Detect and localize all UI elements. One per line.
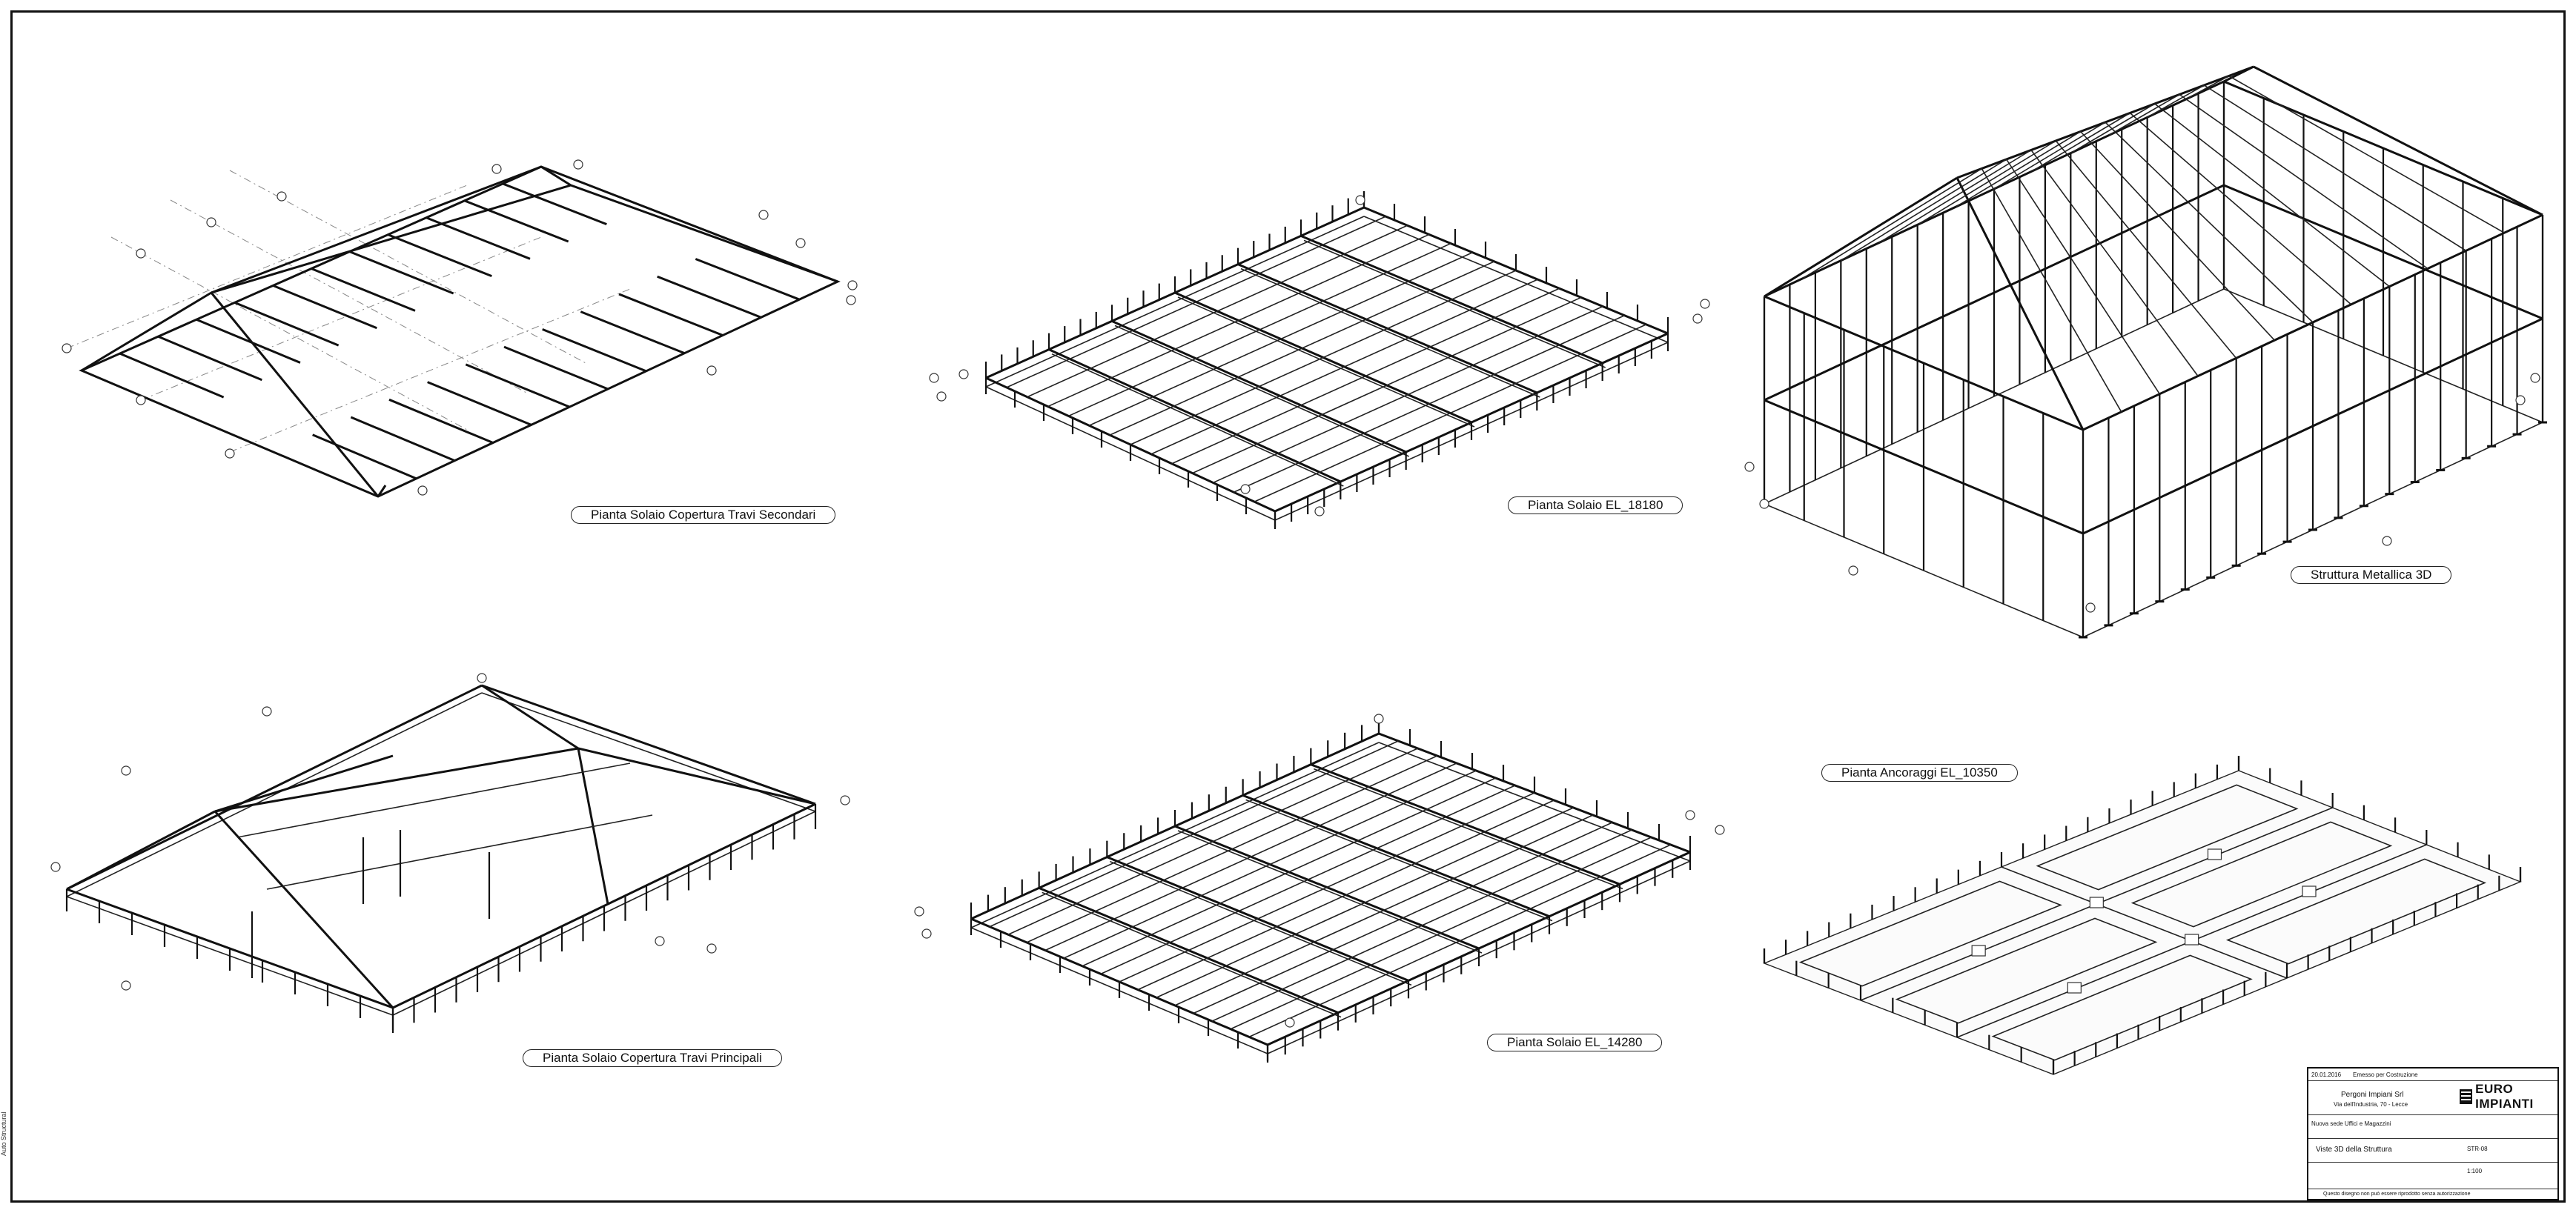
company-logo: EURO IMPIANTI	[2460, 1082, 2557, 1111]
revision-description: Emesso per Costruzione	[2353, 1071, 2418, 1078]
grid-lines	[66, 170, 631, 453]
view-anchors-el10350	[1763, 756, 2522, 1075]
grid-bubbles	[62, 159, 858, 496]
view-floor-el18180	[929, 191, 1710, 529]
anchor-plate	[1971, 945, 1986, 957]
drawing-scale: 1:100	[2467, 1168, 2483, 1174]
footer-note: Questo disegno non può essere riprodotto…	[2323, 1192, 2471, 1197]
drawing-title: Viste 3D della Struttura	[2316, 1146, 2392, 1154]
anchor-plate	[2302, 885, 2317, 897]
roof-frame	[65, 684, 817, 1033]
view-label-3d: Struttura Metallica 3D	[2291, 566, 2452, 584]
anchor-plate	[2185, 934, 2199, 946]
secondary-beams	[119, 182, 800, 480]
anchor-plate	[2207, 848, 2222, 860]
view-label-roof-secondary: Pianta Solaio Copertura Travi Secondari	[571, 506, 836, 524]
view-floor-el14280	[914, 714, 1725, 1063]
drawing-number: STR-08	[2467, 1146, 2488, 1152]
anchor-plate	[2089, 897, 2104, 908]
revision-date: 20.01.2016	[2311, 1071, 2342, 1078]
title-block: 20.01.2016 Emesso per Costruzione Pergon…	[2307, 1067, 2559, 1200]
logo-mark-icon	[2460, 1089, 2473, 1104]
view-roof-primary-beams	[50, 673, 850, 1033]
view-label-anchors: Pianta Ancoraggi EL_10350	[1821, 764, 2018, 782]
grid-bubbles	[1744, 373, 2540, 613]
view-roof-secondary-beams	[62, 159, 858, 498]
grid-bubbles	[929, 195, 1710, 516]
logo-text: EURO IMPIANTI	[2475, 1082, 2534, 1111]
view-label-el14280: Pianta Solaio EL_14280	[1487, 1034, 1663, 1051]
structure-3d	[1763, 65, 2547, 639]
project-name: Nuova sede Uffici e Magazzini	[2311, 1120, 2391, 1127]
grid-bubbles	[50, 673, 850, 991]
side-note: Auto Structural	[0, 1111, 7, 1156]
client-name: Pergoni Impiani Srl	[2341, 1091, 2404, 1099]
view-steel-structure-3d	[1744, 65, 2547, 639]
drawing-sheet	[10, 10, 2566, 1203]
roof-outline	[79, 165, 841, 498]
grid-bubbles	[914, 714, 1725, 1028]
floor-frame	[970, 717, 1692, 1063]
floor-frame	[984, 191, 1669, 529]
anchor-plate	[2067, 982, 2082, 994]
view-label-roof-primary: Pianta Solaio Copertura Travi Principali	[523, 1049, 782, 1067]
foundation-plan	[1763, 756, 2522, 1075]
client-address: Via dell'Industria, 70 - Lecce	[2334, 1101, 2408, 1108]
view-label-el18180: Pianta Solaio EL_18180	[1508, 496, 1683, 514]
